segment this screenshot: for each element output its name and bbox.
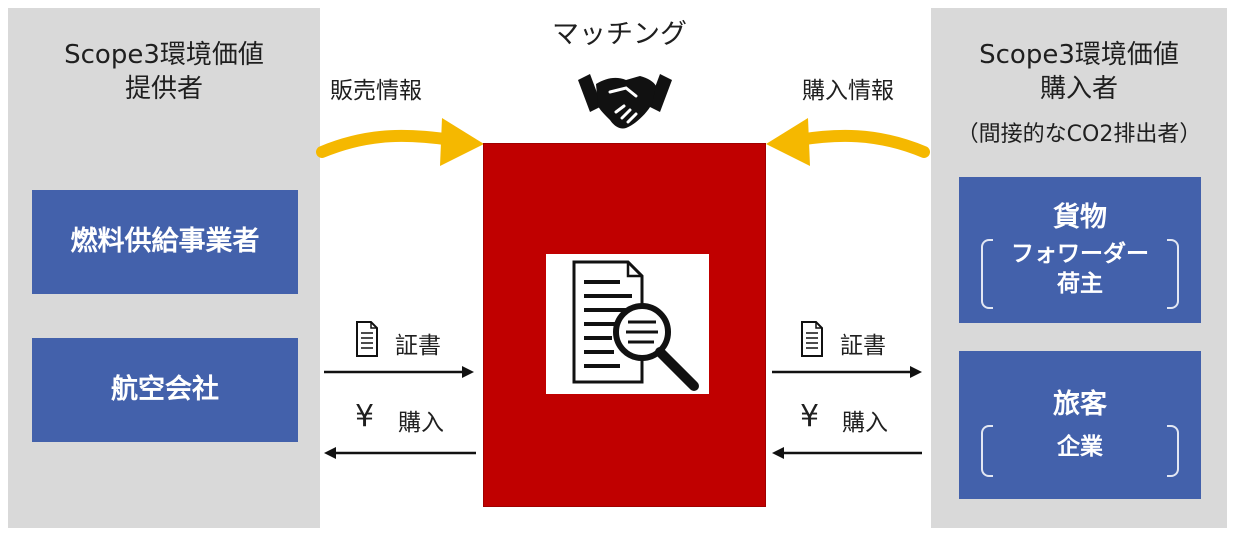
- provider-title-line1: Scope3環境価値: [64, 40, 264, 70]
- yen-icon-right: ¥: [800, 399, 820, 434]
- buyer-title-note: （間接的なCO2排出者）: [956, 122, 1202, 147]
- passenger-bracket-right: [1167, 425, 1179, 477]
- buyer-panel: Scope3環境価値 購入者 （間接的なCO2排出者） 貨物 フォワーダー 荷主…: [931, 8, 1227, 528]
- passenger-bracket-left: [981, 425, 993, 477]
- sales-info-label: 販売情報: [330, 78, 422, 104]
- provider-title-line2: 提供者: [124, 74, 203, 104]
- certificate-arrowhead-right: [910, 366, 922, 378]
- airline-box: 航空会社: [32, 338, 298, 442]
- purchase-arrowhead-right: [772, 447, 784, 459]
- cargo-forwarder: フォワーダー: [1011, 241, 1149, 267]
- cargo-bracket-left: [981, 239, 993, 309]
- yen-icon-left: ¥: [355, 399, 375, 434]
- sales-info-arrow-shaft: [316, 129, 458, 158]
- document-search-card: [546, 254, 709, 394]
- handshake-icon: [578, 74, 672, 129]
- certificate-arrowhead-left: [462, 366, 474, 378]
- certificate-label-left: 証書: [395, 333, 441, 359]
- purchase-info-arrow-shaft: [792, 129, 930, 158]
- buyer-title-line2: 購入者: [1039, 74, 1118, 104]
- matching-label: マッチング: [552, 19, 687, 50]
- document-search-icon: [572, 260, 699, 391]
- purchase-info-label: 購入情報: [802, 78, 894, 104]
- fuel-supplier-label: 燃料供給事業者: [70, 226, 260, 257]
- document-icon-right: [801, 321, 823, 357]
- fuel-supplier-box: 燃料供給事業者: [32, 190, 298, 294]
- sales-info-arrowhead: [440, 118, 484, 166]
- airline-label: 航空会社: [111, 374, 219, 405]
- cargo-shipper: 荷主: [1057, 271, 1103, 297]
- passenger-title: 旅客: [1053, 389, 1107, 420]
- purchase-label-right: 購入: [842, 410, 888, 436]
- provider-panel: Scope3環境価値 提供者 燃料供給事業者 航空会社: [8, 8, 320, 528]
- passenger-company: 企業: [1057, 434, 1103, 460]
- buyer-title-line1: Scope3環境価値: [979, 40, 1179, 70]
- matching-platform-box: [483, 143, 766, 507]
- passenger-box: 旅客 企業: [959, 351, 1201, 499]
- cargo-title: 貨物: [1053, 202, 1107, 233]
- certificate-label-right: 証書: [840, 333, 886, 359]
- purchase-info-arrowhead: [766, 118, 810, 166]
- document-icon-left: [356, 321, 378, 357]
- purchase-arrowhead-left: [324, 447, 336, 459]
- purchase-label-left: 購入: [398, 410, 444, 436]
- cargo-bracket-right: [1167, 239, 1179, 309]
- cargo-box: 貨物 フォワーダー 荷主: [959, 177, 1201, 323]
